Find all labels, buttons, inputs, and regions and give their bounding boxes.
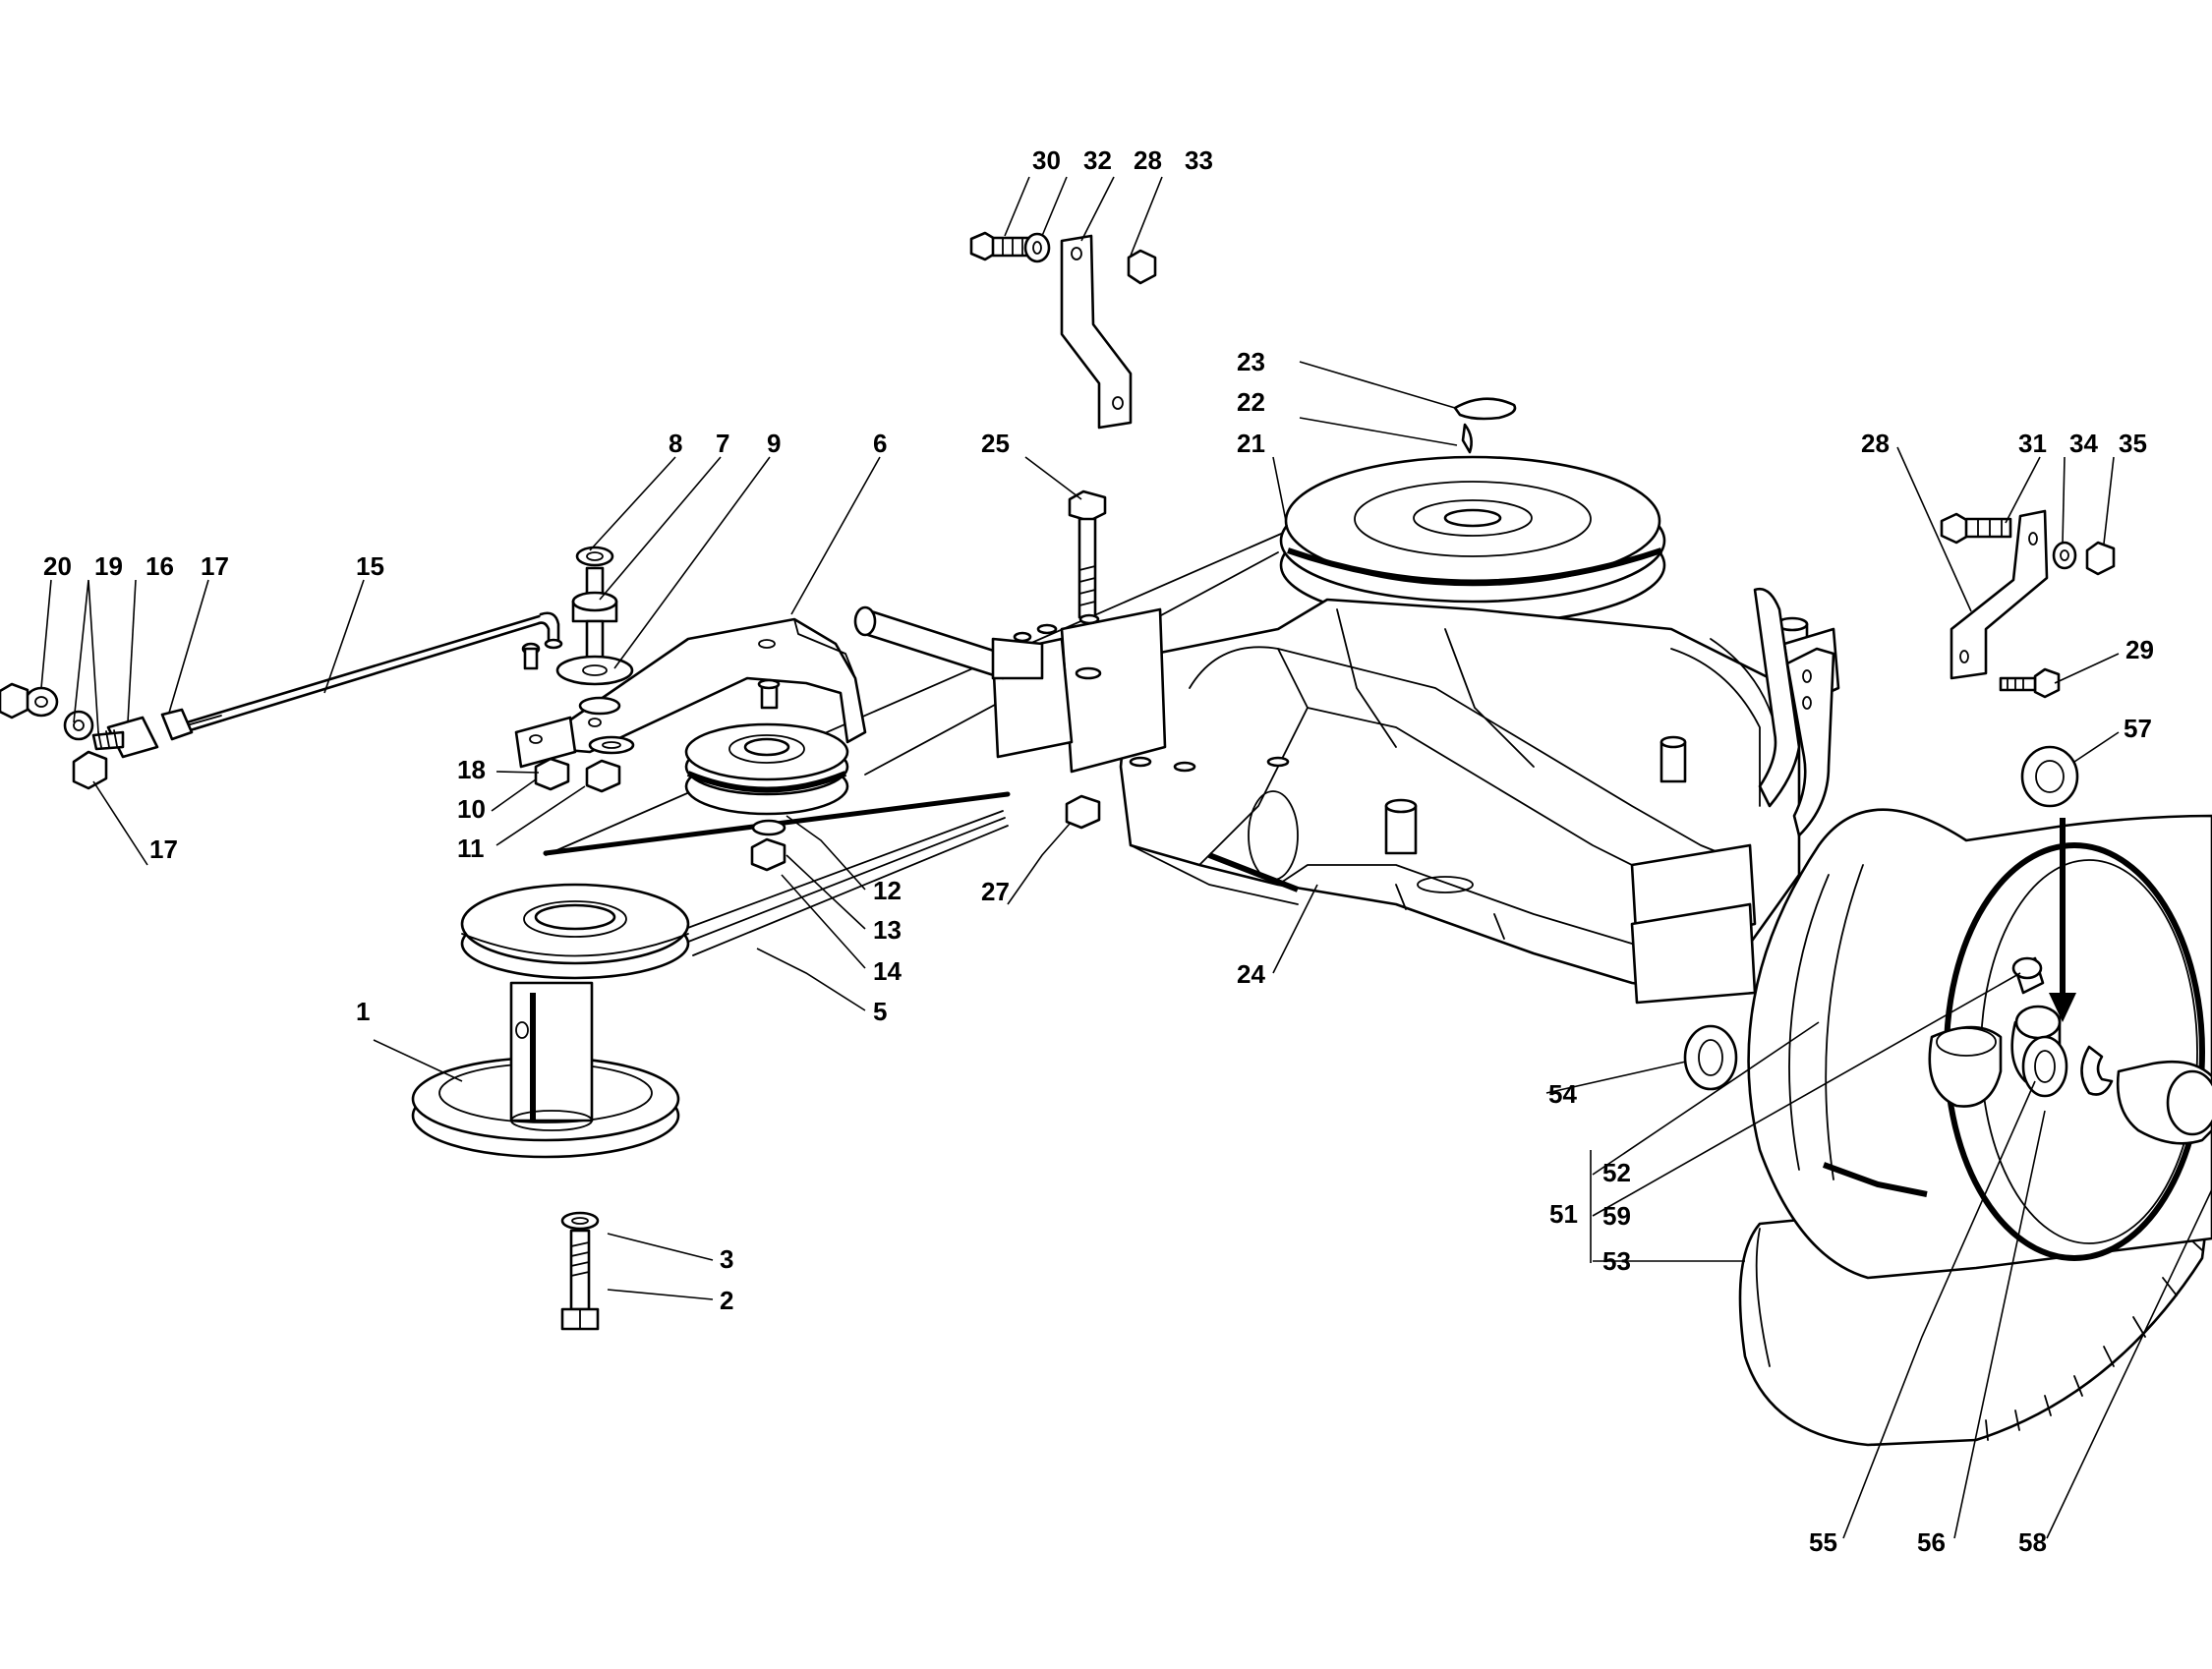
upper-left-bracket xyxy=(969,231,1157,430)
leader-lines xyxy=(40,176,2212,1539)
callout-9: 9 xyxy=(767,429,781,458)
callout-24: 24 xyxy=(1237,959,1265,989)
control-rod xyxy=(0,611,563,790)
idler-pulley xyxy=(684,722,849,816)
bracket-fasteners xyxy=(521,546,634,716)
callout-17b: 17 xyxy=(149,834,178,864)
callout-22: 22 xyxy=(1237,387,1265,417)
idler-bracket xyxy=(514,617,867,769)
engine-pulley xyxy=(411,883,690,1159)
callout-3: 3 xyxy=(720,1244,733,1274)
callout-21: 21 xyxy=(1237,429,1265,458)
callout-35: 35 xyxy=(2119,429,2147,458)
callout-19: 19 xyxy=(94,551,123,581)
callout-12: 12 xyxy=(873,876,902,905)
callout-56: 56 xyxy=(1917,1527,1946,1557)
assembly-arrow xyxy=(2049,818,2076,1022)
transmission-pulley xyxy=(1279,455,1666,626)
callout-52: 52 xyxy=(1602,1158,1631,1187)
drawing xyxy=(0,231,2212,1447)
callout-51: 51 xyxy=(1549,1199,1578,1229)
pulley-clip xyxy=(1453,397,1517,454)
hub-washer xyxy=(2020,745,2079,808)
callout-5: 5 xyxy=(873,997,887,1026)
callout-53: 53 xyxy=(1602,1246,1631,1276)
callout-34: 34 xyxy=(2069,429,2098,458)
callout-13: 13 xyxy=(873,915,902,945)
callout-8: 8 xyxy=(669,429,682,458)
callout-15: 15 xyxy=(356,551,384,581)
rear-wheel xyxy=(1738,808,2212,1447)
callout-11: 11 xyxy=(457,834,485,863)
gearbox-bolt xyxy=(1065,489,1107,830)
callout-labels: 1 2 3 5 6 7 8 9 10 11 12 13 14 15 16 17 … xyxy=(43,145,2154,1557)
transmission-gearbox xyxy=(991,587,1840,1005)
callout-1: 1 xyxy=(356,997,370,1026)
wheel-hub-parts xyxy=(1928,1025,2114,1108)
callout-55: 55 xyxy=(1809,1527,1837,1557)
callout-32: 32 xyxy=(1083,145,1112,175)
callout-54: 54 xyxy=(1548,1079,1577,1109)
callout-31: 31 xyxy=(2018,429,2047,458)
callout-14: 14 xyxy=(873,956,902,986)
callout-6: 6 xyxy=(873,429,887,458)
callout-29: 29 xyxy=(2125,635,2154,664)
callout-16: 16 xyxy=(146,551,174,581)
axle-shaft-left xyxy=(853,605,1044,680)
callout-57: 57 xyxy=(2124,714,2152,743)
bracket-nuts xyxy=(534,735,635,793)
callout-59: 59 xyxy=(1602,1201,1631,1231)
upper-right-bracket xyxy=(1940,509,2116,699)
callout-28a: 28 xyxy=(1134,145,1162,175)
callout-7: 7 xyxy=(716,429,729,458)
callout-10: 10 xyxy=(457,794,486,824)
callout-17a: 17 xyxy=(201,551,229,581)
callout-20: 20 xyxy=(43,551,72,581)
callout-30: 30 xyxy=(1032,145,1061,175)
gearbox-mount-plate xyxy=(1785,647,1835,837)
pulley-bolt xyxy=(560,1211,600,1331)
callout-28b: 28 xyxy=(1861,429,1890,458)
callout-2: 2 xyxy=(720,1286,733,1315)
callout-33: 33 xyxy=(1185,145,1213,175)
idler-nut xyxy=(750,819,786,872)
callout-58: 58 xyxy=(2018,1527,2047,1557)
callout-27: 27 xyxy=(981,877,1010,906)
callout-25: 25 xyxy=(981,429,1010,458)
callout-18: 18 xyxy=(457,755,486,784)
axle-washer xyxy=(1683,1024,1738,1091)
callout-23: 23 xyxy=(1237,347,1265,376)
